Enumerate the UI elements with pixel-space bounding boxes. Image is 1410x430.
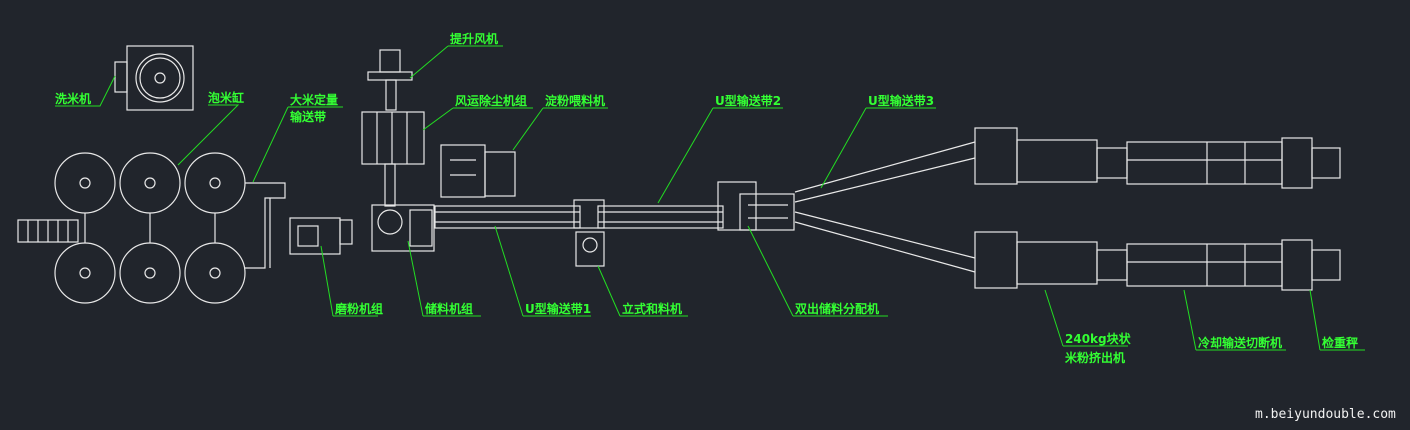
label-u-conveyor-2: U型输送带2	[715, 93, 781, 108]
leader-lines	[55, 45, 1365, 351]
label-extruder-line1: 240kg块状	[1065, 331, 1132, 346]
label-extruder-line2: 米粉挤出机	[1065, 350, 1125, 365]
label-lift-fan: 提升风机	[450, 31, 498, 46]
label-u-conveyor-1: U型输送带1	[525, 301, 591, 316]
mill-unit	[289, 217, 353, 255]
label-vertical-mixer: 立式和料机	[622, 301, 682, 316]
label-soaking-tank: 泡米缸	[208, 90, 244, 105]
label-mill-unit: 磨粉机组	[334, 301, 383, 316]
soaking-tanks	[17, 152, 246, 304]
label-rice-washer: 洗米机	[55, 91, 91, 106]
label-checkweigher: 检重秤	[1322, 335, 1358, 350]
vertical-mixer	[573, 199, 605, 267]
rice-washer-machine	[114, 45, 194, 111]
label-dual-distributor: 双出储料分配机	[795, 301, 879, 316]
label-rice-conveyor-line1: 大米定量	[290, 92, 338, 107]
starch-feeder	[440, 144, 516, 198]
lift-fan-and-dust-removal	[361, 49, 425, 207]
watermark: m.beiyundouble.com	[1255, 407, 1396, 422]
label-rice-conveyor-line2: 输送带	[290, 109, 326, 124]
label-storage-unit: 储料机组	[425, 301, 473, 316]
dual-distributor	[717, 181, 795, 231]
label-u-conveyor-3: U型输送带3	[868, 93, 934, 108]
label-cooling-cutter: 冷却输送切断机	[1198, 335, 1282, 350]
u-conveyor-3	[794, 141, 976, 273]
rice-conveyor-pipe	[245, 182, 286, 269]
label-starch-feeder: 淀粉喂料机	[545, 93, 605, 108]
u-conveyor-1-2	[434, 205, 724, 229]
storage-unit	[371, 204, 435, 252]
label-dust-removal: 风运除尘机组	[455, 93, 527, 108]
extruder-lines	[974, 127, 1341, 291]
